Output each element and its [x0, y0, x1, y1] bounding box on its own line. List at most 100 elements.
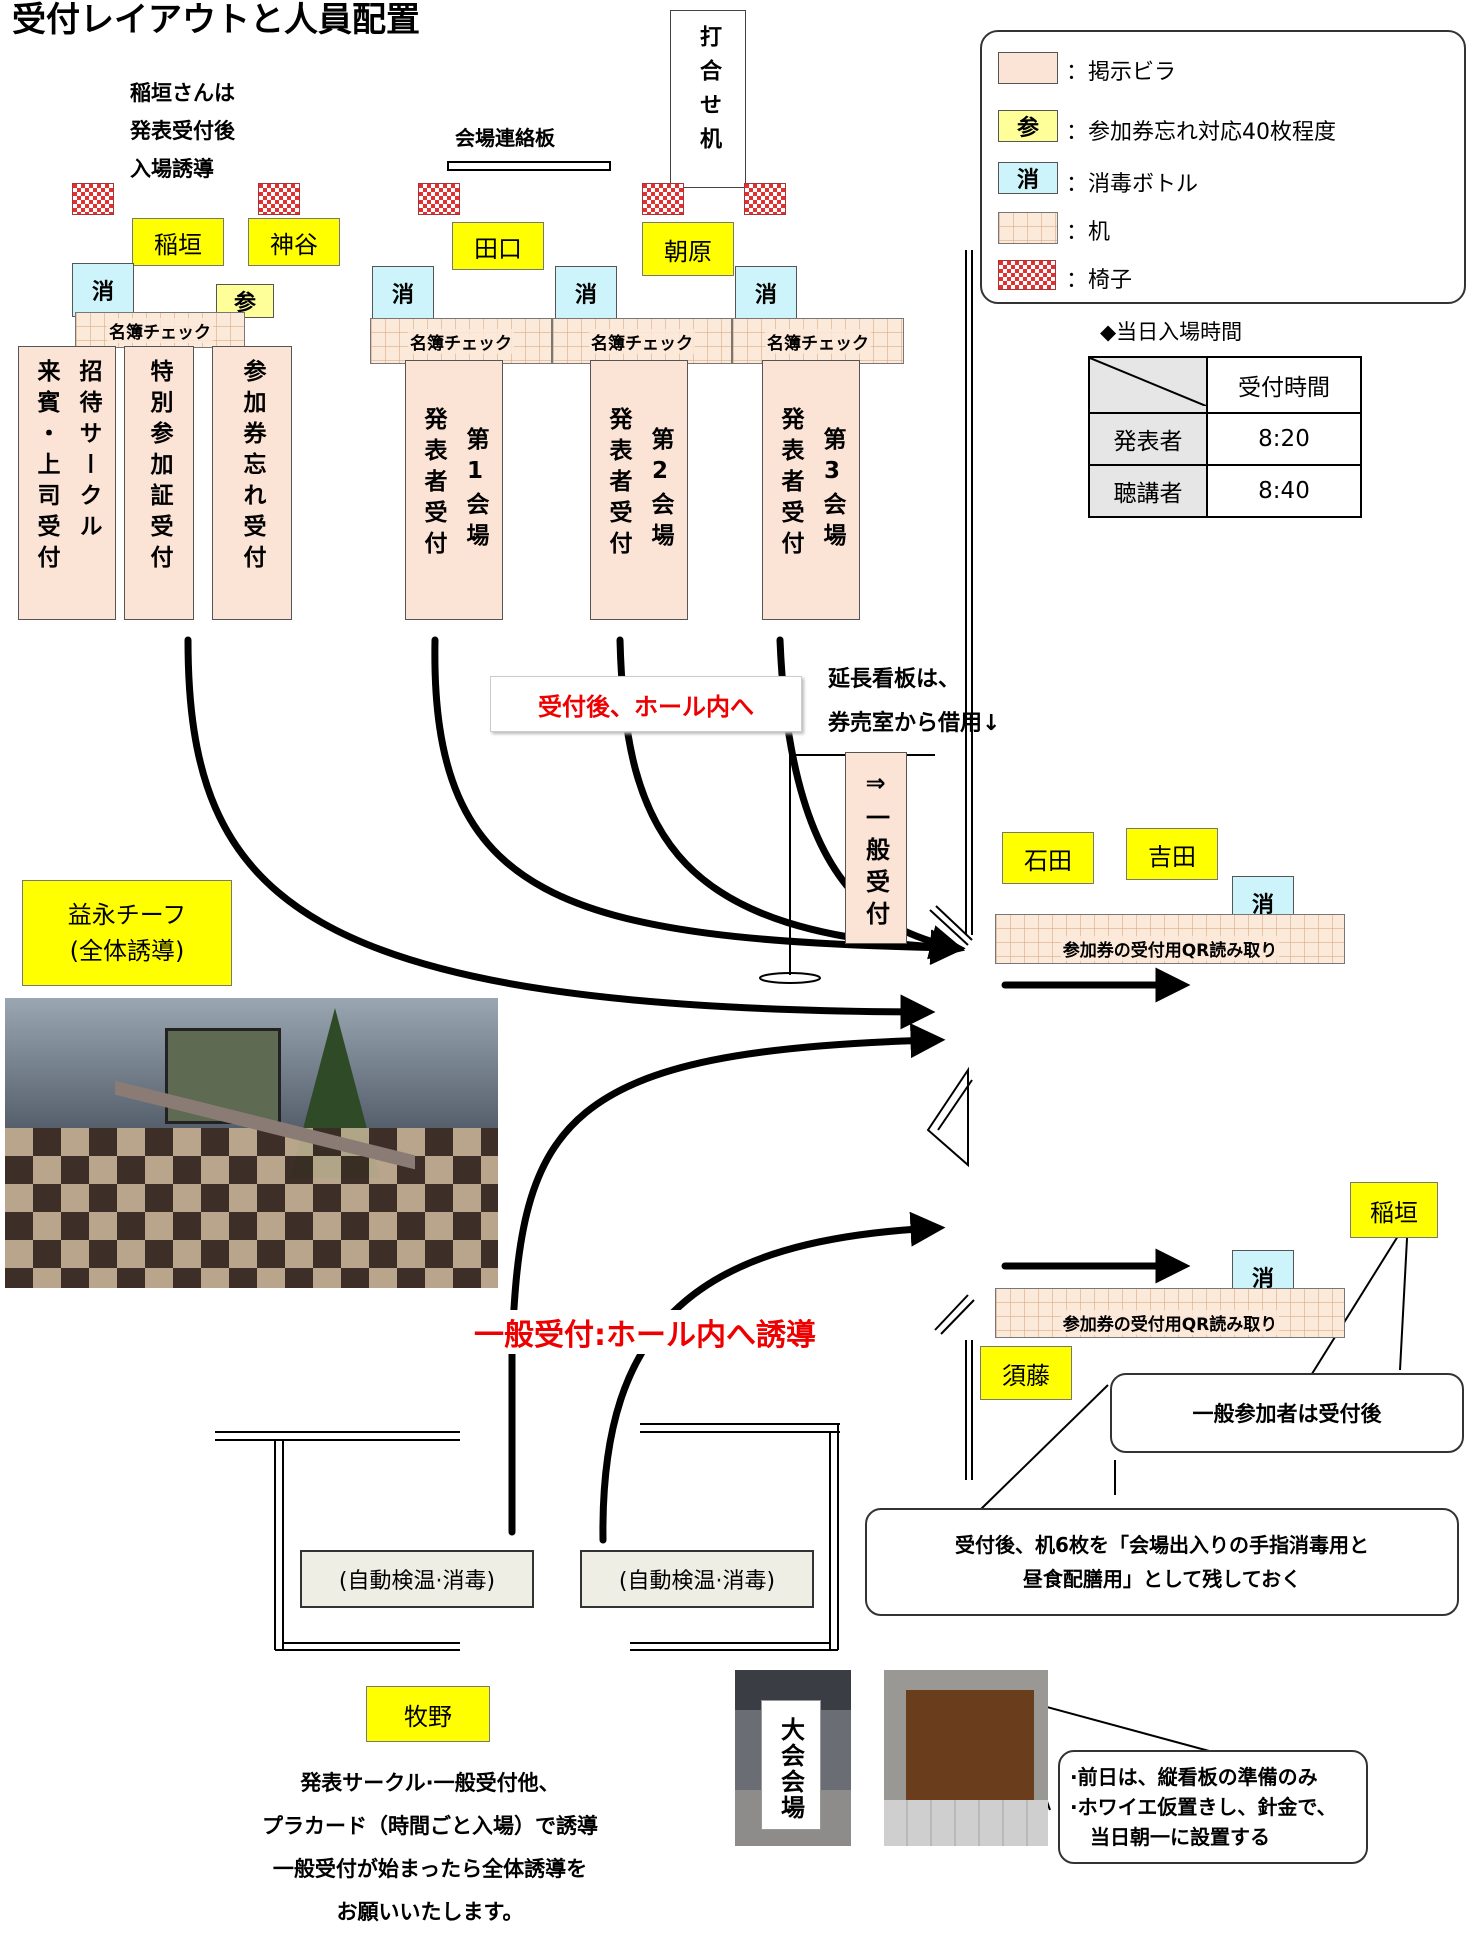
name-check-label: 名簿チェック [107, 317, 213, 343]
chair [642, 183, 684, 215]
page-title: 受付レイアウトと人員配置 [12, 0, 420, 40]
entry-time-table: 受付時間 発表者 8:20 聴講者 8:40 [1088, 356, 1362, 518]
general-reception-sign: ⇒一般受付 [845, 752, 907, 944]
counter-guest-label-1: 招待サークル [75, 359, 101, 545]
table-header: 受付時間 [1206, 356, 1362, 414]
makino-note-line: 一般受付が始まったら全体誘導を [272, 1857, 588, 1881]
general-guide-label: 一般受付:ホール内へ誘導 [470, 1310, 820, 1354]
flow-arrow-temp-left [508, 1023, 946, 1536]
staff-kamiya: 神谷 [248, 218, 340, 266]
table-corner [1088, 356, 1208, 414]
sign-photo-text: 大会会場 [776, 1717, 805, 1821]
counter-hall-1-label-1: 第1会場 [462, 427, 488, 554]
makino-note-line: 発表サークル·一般受付他、 [300, 1771, 560, 1795]
counter-hall-3: 第3会場 発表者受付 [762, 360, 860, 620]
name-check-desk: 名簿チェック [370, 318, 552, 364]
legend-box [980, 30, 1466, 304]
counter-guest: 招待サークル 来賓・上司受付 [18, 346, 116, 620]
legend-swatch-desk [998, 212, 1058, 244]
note-line: 稲垣さんは [130, 81, 235, 105]
counter-forgot-ticket: 参加券忘れ受付 [212, 346, 292, 620]
counter-hall-2: 第2会場 発表者受付 [590, 360, 688, 620]
name-check-label: 名簿チェック [408, 328, 514, 354]
sign-photo: 大会会場 [735, 1670, 851, 1846]
counter-hall-3-label-1: 第3会場 [819, 427, 845, 554]
temp-check-left: (自動検温·消毒) [300, 1550, 534, 1608]
staff-taguchi: 田口 [452, 222, 544, 270]
extension-note-line: 延長看板は、 [828, 667, 961, 692]
staff-masunaga-line: (全体誘導) [69, 937, 185, 965]
note-inagaki: 稲垣さんは 発表受付後 入場誘導 [130, 74, 235, 188]
makino-note: 発表サークル·一般受付他、 プラカード（時間ごと入場）で誘導 一般受付が始まった… [180, 1762, 680, 1934]
legend-label: ：机 [1066, 220, 1111, 245]
qr-desk-label: 参加券の受付用QR読み取り [1060, 1310, 1280, 1335]
chair [258, 183, 300, 215]
callout-line: 昼食配膳用」として残しておく [1022, 1567, 1302, 1591]
board-note-line: ·前日は、縦看板の準備のみ [1070, 1765, 1318, 1789]
staff-asahara: 朝原 [642, 222, 734, 276]
flow-arrow-temp-right [599, 1211, 946, 1544]
after-reception-label: 受付後、ホール内へ [490, 676, 802, 732]
staff-ishida: 石田 [1002, 832, 1094, 884]
staff-inagaki-2: 稲垣 [1350, 1182, 1438, 1238]
legend-swatch-chair [998, 260, 1056, 290]
board-note-line: ·ホワイエ仮置きし、針金で、 [1070, 1795, 1337, 1819]
extension-note: 延長看板は、 券売室から借用↓ [828, 658, 1000, 746]
counter-hall-3-label-2: 発表者受付 [777, 407, 803, 562]
venue-photo [5, 998, 498, 1288]
table-time: 8:20 [1206, 412, 1362, 466]
counter-hall-1: 第1会場 発表者受付 [405, 360, 503, 620]
disinfectant-marker: 消 [72, 263, 134, 317]
table-role: 聴講者 [1088, 464, 1208, 518]
legend-swatch-disinfect: 消 [998, 162, 1058, 194]
note-line: 入場誘導 [130, 157, 214, 181]
staff-sudo: 須藤 [980, 1346, 1072, 1400]
meeting-desk: 打合せ机 [670, 10, 746, 188]
table-time: 8:40 [1206, 464, 1362, 518]
legend-label: ：掲示ビラ [1066, 60, 1177, 85]
counter-special-pass: 特別参加証受付 [124, 346, 194, 620]
makino-note-line: お願いいたします。 [336, 1900, 524, 1924]
qr-desk-bottom: 参加券の受付用QR読み取り [995, 1288, 1345, 1338]
legend-label: ：参加券忘れ対応40枚程度 [1066, 120, 1336, 145]
legend-label: ：消毒ボトル [1066, 172, 1199, 197]
counter-hall-1-label-2: 発表者受付 [420, 407, 446, 562]
qr-desk-top: 参加券の受付用QR読み取り [995, 914, 1345, 964]
chair [72, 183, 114, 215]
callout-general-participants: 一般参加者は受付後 [1110, 1373, 1464, 1453]
entry-time-caption: ◆当日入場時間 [1100, 320, 1243, 344]
name-check-desk: 名簿チェック [732, 318, 904, 364]
extension-note-line: 券売室から借用↓ [828, 711, 1001, 736]
legend-swatch-poster [998, 52, 1058, 84]
name-check-desk: 名簿チェック [75, 312, 245, 348]
legend-swatch-ticket: 参 [998, 110, 1058, 142]
callout-remaining-desks: 受付後、机6枚を「会場出入りの手指消毒用と 昼食配膳用」として残しておく [865, 1508, 1459, 1616]
name-check-label: 名簿チェック [589, 328, 695, 354]
table-role: 発表者 [1088, 412, 1208, 466]
temp-check-right: (自動検温·消毒) [580, 1550, 814, 1608]
counter-guest-label-2: 来賓・上司受付 [33, 359, 59, 576]
legend-label: ：椅子 [1066, 268, 1133, 293]
counter-hall-2-label-1: 第2会場 [647, 427, 673, 554]
disinfectant-marker: 消 [555, 266, 617, 320]
staff-masunaga-line: 益永チーフ [67, 901, 187, 929]
flow-arrow-hall1 [431, 636, 966, 965]
qr-desk-label: 参加券の受付用QR読み取り [1060, 936, 1280, 961]
staff-masunaga: 益永チーフ (全体誘導) [22, 880, 232, 986]
meeting-desk-label: 打合せ机 [696, 25, 721, 161]
disinfectant-marker: 消 [735, 266, 797, 320]
board-photo [884, 1670, 1048, 1846]
chair [744, 183, 786, 215]
disinfectant-marker: 消 [372, 266, 434, 320]
name-check-label: 名簿チェック [765, 328, 871, 354]
general-reception-label: ⇒一般受付 [861, 769, 890, 933]
counter-hall-2-label-2: 発表者受付 [605, 407, 631, 562]
counter-forgot-ticket-label: 参加券忘れ受付 [239, 359, 265, 576]
makino-note-line: プラカード（時間ごと入場）で誘導 [262, 1814, 598, 1838]
staff-inagaki: 稲垣 [132, 218, 224, 266]
name-check-desk: 名簿チェック [552, 318, 732, 364]
counter-special-pass-label: 特別参加証受付 [146, 359, 172, 576]
callout-line: 受付後、机6枚を「会場出入りの手指消毒用と [955, 1533, 1369, 1557]
note-line: 発表受付後 [130, 119, 235, 143]
board-note: ·前日は、縦看板の準備のみ ·ホワイエ仮置きし、針金で、 当日朝一に設置する [1058, 1750, 1368, 1864]
